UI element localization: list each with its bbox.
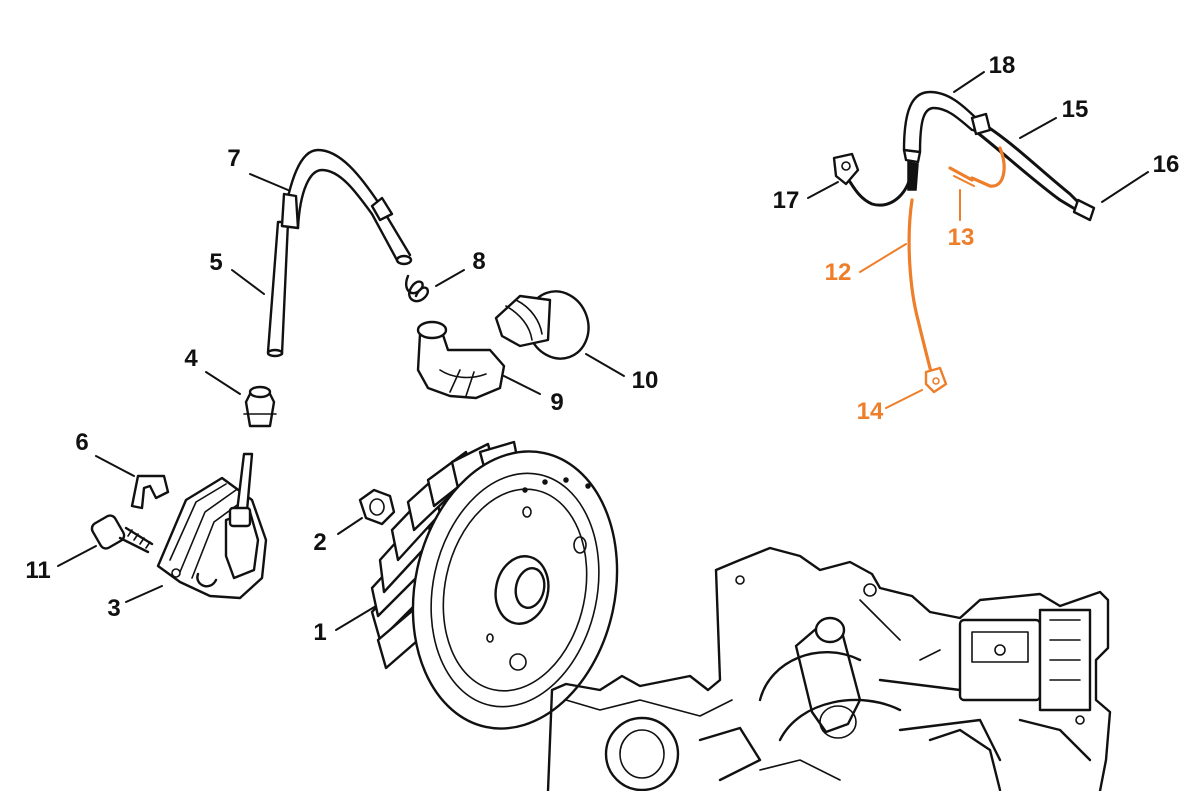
callout-4: 4 bbox=[184, 345, 198, 372]
terminal-cap[interactable] bbox=[494, 283, 598, 367]
callout-3: 3 bbox=[107, 595, 120, 622]
highlighted-wires[interactable] bbox=[907, 146, 1006, 394]
nut[interactable] bbox=[358, 488, 396, 526]
callout-17: 17 bbox=[773, 187, 800, 214]
callout-6: 6 bbox=[75, 429, 88, 456]
short-circuit-wire-assembly[interactable] bbox=[832, 90, 1096, 222]
callout-7: 7 bbox=[227, 145, 240, 172]
callout-16: 16 bbox=[1153, 151, 1180, 178]
grommet[interactable] bbox=[243, 385, 277, 428]
callout-labels: 1 2 3 4 5 6 7 8 9 10 11 12 13 14 15 16 1… bbox=[25, 52, 1179, 646]
callout-14: 14 bbox=[857, 398, 884, 425]
screw[interactable] bbox=[90, 513, 154, 554]
clip[interactable] bbox=[130, 474, 170, 510]
callout-18: 18 bbox=[989, 52, 1016, 79]
leader-lines bbox=[57, 71, 1149, 631]
callout-5: 5 bbox=[209, 249, 222, 276]
callout-12: 12 bbox=[825, 259, 852, 286]
spark-plug-boot[interactable] bbox=[416, 320, 506, 400]
callout-15: 15 bbox=[1062, 96, 1089, 123]
crankcase bbox=[546, 546, 1112, 793]
ignition-lead[interactable] bbox=[266, 220, 290, 358]
callout-2: 2 bbox=[313, 529, 326, 556]
ignition-module[interactable] bbox=[156, 452, 268, 600]
hose[interactable] bbox=[280, 148, 413, 266]
spring[interactable] bbox=[405, 274, 430, 303]
callout-11: 11 bbox=[25, 557, 50, 584]
callout-13: 13 bbox=[948, 224, 975, 251]
callout-1: 1 bbox=[313, 619, 326, 646]
callout-10: 10 bbox=[632, 367, 659, 394]
callout-9: 9 bbox=[550, 389, 563, 416]
callout-8: 8 bbox=[472, 248, 485, 275]
flywheel[interactable] bbox=[370, 432, 642, 747]
